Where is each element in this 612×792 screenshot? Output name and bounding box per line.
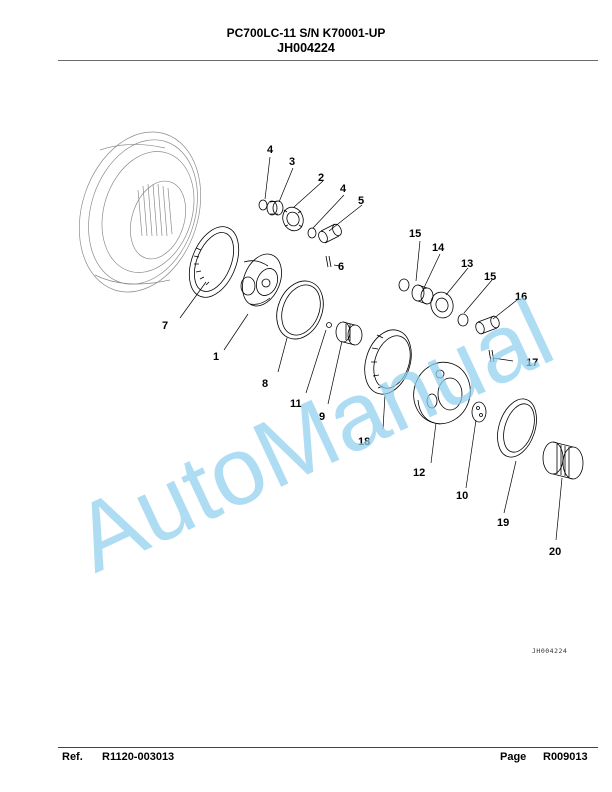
callout-19: 19: [497, 517, 509, 529]
leader-lines: [179, 156, 563, 541]
part-20-coupling: [542, 441, 584, 480]
callout-16: 16: [515, 291, 527, 303]
callout-9: 9: [319, 411, 325, 423]
part-15-washer-upper: [398, 278, 410, 292]
part-2-planet-gear: [282, 206, 304, 232]
callout-7: 7: [162, 320, 168, 332]
callout-12: 12: [413, 467, 425, 479]
part-9-sun-gear: [335, 321, 363, 346]
callout-14: 14: [432, 242, 445, 254]
footer-ref-label: Ref.: [62, 751, 83, 763]
part-14-bearing: [411, 284, 434, 305]
part-13-gear: [430, 291, 454, 319]
watermark-text: AutoManual: [59, 279, 569, 593]
part-6-pin: [325, 255, 332, 268]
callout-4a: 4: [267, 144, 274, 156]
part-5-shaft: [318, 223, 342, 244]
footer-divider: [58, 747, 598, 748]
callout-17: 17: [526, 357, 538, 369]
callout-2: 2: [318, 172, 324, 184]
callout-6: 6: [338, 261, 344, 273]
callout-4b: 4: [340, 183, 347, 195]
callout-20: 20: [549, 546, 561, 558]
footer-page-label: Page: [500, 751, 527, 763]
page-header: PC700LC-11 S/N K70001-UP JH004224: [0, 26, 612, 56]
callout-15b: 15: [484, 271, 496, 283]
part-1-carrier: [240, 253, 282, 307]
callout-15a: 15: [409, 228, 421, 240]
drive-housing-outline: [78, 131, 202, 293]
part-10-thrust-plate: [471, 401, 487, 423]
callout-8: 8: [262, 378, 268, 390]
callout-1: 1: [213, 351, 219, 363]
part-7-ring-gear: [188, 226, 240, 298]
footer-ref-value: R1120-003013: [102, 751, 175, 763]
part-15-washer-lower: [457, 313, 469, 327]
part-11-ball: [326, 322, 332, 328]
part-16-shaft: [475, 315, 500, 335]
part-3-bearing: [266, 200, 284, 216]
callout-13: 13: [461, 258, 473, 270]
part-18-ring-gear: [364, 329, 412, 395]
drawing-reference-code: JH004224: [532, 647, 567, 655]
footer-page-value: R009013: [543, 751, 588, 763]
callout-18: 18: [358, 436, 370, 448]
header-divider: [58, 60, 598, 61]
part-19-retaining-ring: [497, 398, 537, 458]
callout-11: 11: [290, 398, 302, 410]
callout-10: 10: [456, 490, 468, 502]
part-17-pin: [488, 349, 495, 363]
part-12-carrier: [413, 361, 471, 425]
machine-model-title: PC700LC-11 S/N K70001-UP: [226, 26, 386, 40]
callout-labels: 4 3 2 4 5 6 7 1 8 11 9 18 12 15 14 13 15…: [162, 144, 561, 558]
callout-5: 5: [358, 195, 364, 207]
part-4-washer-middle: [307, 227, 317, 239]
drawing-id-title: JH004224: [277, 41, 335, 55]
part-4-washer-upper: [258, 199, 268, 211]
part-8-snap-ring: [276, 280, 324, 340]
callout-3: 3: [289, 156, 295, 168]
